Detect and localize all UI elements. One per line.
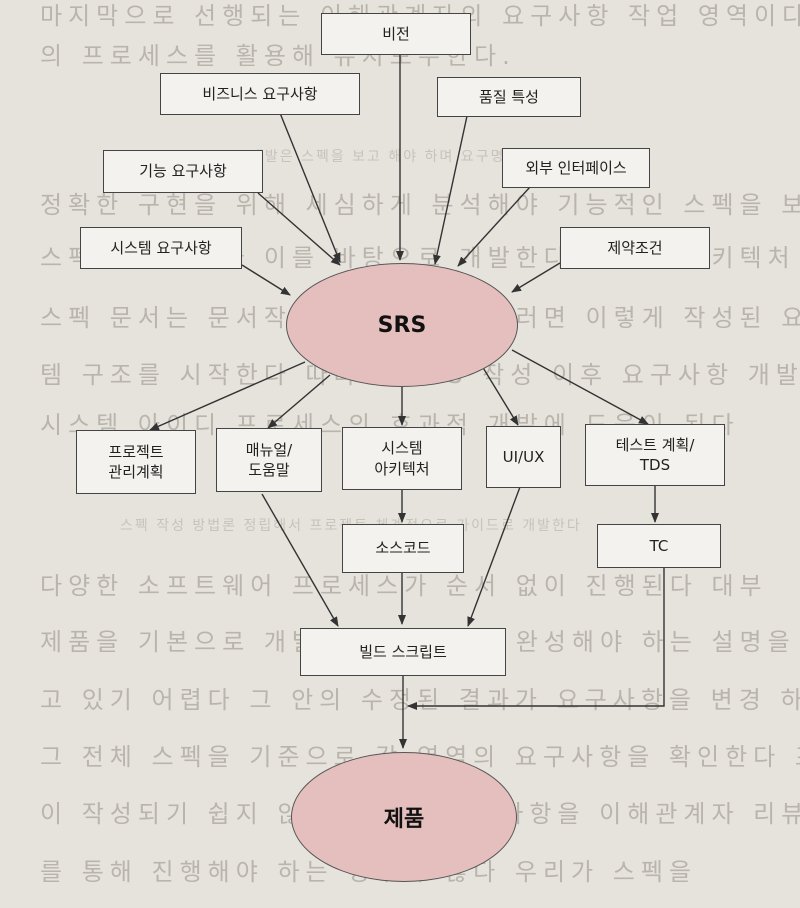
node-source-code: 소스코드 — [342, 524, 464, 573]
node-external-interfaces: 외부 인터페이스 — [502, 148, 650, 188]
edge-business-srs — [279, 112, 341, 263]
node-system-requirements: 시스템 요구사항 — [80, 227, 242, 269]
node-manual-help: 매뉴얼/ 도움말 — [216, 428, 322, 492]
edge-system-req-srs — [241, 264, 291, 296]
edge-external-srs — [457, 186, 531, 267]
edge-tc-product — [407, 568, 665, 710]
node-quality-attributes: 품질 특성 — [437, 77, 581, 117]
background-text-line: 다양한 소프트웨어 프로세스가 순서 없이 진행된다 대부 — [40, 572, 768, 600]
node-product: 제품 — [291, 752, 517, 882]
edge-uiux-build — [467, 486, 521, 627]
background-text-line: 고 있기 어렵다 그 안의 수정된 결과가 요구사항을 변경 하는 — [40, 686, 800, 714]
edge-manual-build — [261, 493, 339, 627]
edge-srs-uiux — [481, 365, 519, 426]
node-project-plan: 프로젝트 관리계획 — [76, 430, 196, 494]
background-text-line: 정확한 구현을 위해 세심하게 분석해야 기능적인 스펙을 보고 제품 — [40, 191, 800, 219]
node-functional-requirements: 기능 요구사항 — [103, 150, 263, 193]
node-build-script: 빌드 스크립트 — [300, 628, 506, 676]
node-tc: TC — [597, 524, 721, 568]
node-business-requirements: 비즈니스 요구사항 — [160, 73, 360, 115]
node-test-plan: 테스트 계획/ TDS — [585, 424, 725, 486]
node-constraints: 제약조건 — [560, 227, 710, 269]
node-system-architecture: 시스템 아키텍처 — [342, 427, 462, 490]
edge-quality-srs — [432, 115, 468, 265]
edge-srs-test — [511, 349, 649, 425]
node-vision: 비전 — [321, 13, 471, 55]
node-srs: SRS — [286, 263, 518, 387]
node-ui-ux: UI/UX — [486, 426, 561, 488]
edge-constraints-srs — [511, 262, 561, 293]
edge-srs-project — [149, 361, 306, 431]
edge-functional-srs — [257, 192, 341, 266]
edge-srs-manual — [267, 374, 331, 429]
